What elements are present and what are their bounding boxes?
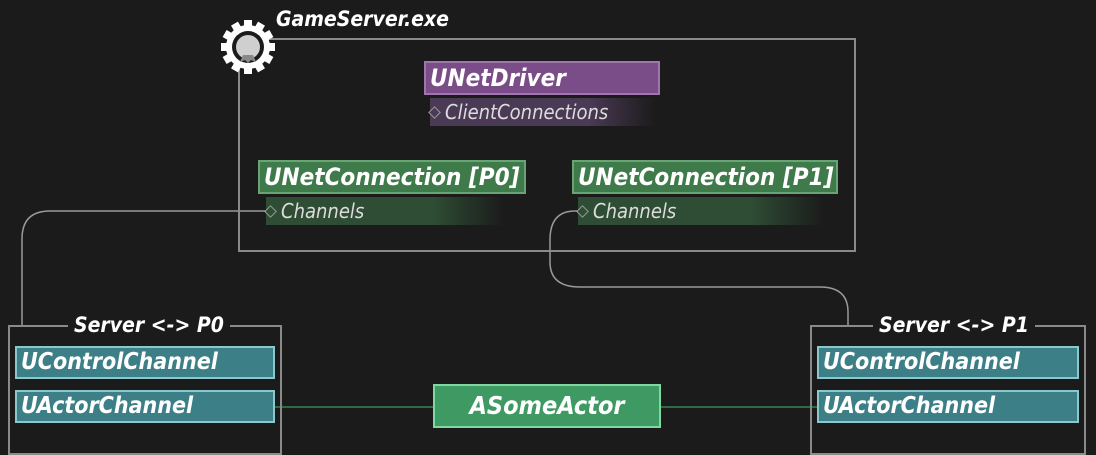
control-channel-p1-label: UControlChannel xyxy=(817,346,1079,379)
channels-property-p0[interactable]: Channels xyxy=(264,197,504,225)
diamond-pin-icon xyxy=(576,204,589,218)
control-channel-p0-label: UControlChannel xyxy=(15,346,275,379)
actor-channel-p1[interactable]: UActorChannel xyxy=(817,390,1079,423)
net-driver-node[interactable]: UNetDriver xyxy=(424,61,660,95)
channels-property-p1[interactable]: Channels xyxy=(576,197,824,225)
channels-label-p1: Channels xyxy=(593,199,677,223)
client-connections-property[interactable]: ClientConnections xyxy=(428,98,656,126)
channel-group-p0-title: Server <-> P0 xyxy=(68,313,230,337)
server-title: GameServer.exe xyxy=(276,7,449,31)
net-driver-title: UNetDriver xyxy=(424,61,660,95)
net-connection-p0-title: UNetConnection [P0] xyxy=(258,160,526,194)
channel-group-p1-title: Server <-> P1 xyxy=(873,313,1035,337)
client-connections-label: ClientConnections xyxy=(445,100,609,124)
some-actor-node[interactable]: ASomeActor xyxy=(433,384,661,428)
diamond-pin-icon xyxy=(428,105,441,119)
actor-channel-p0-label: UActorChannel xyxy=(15,390,275,423)
channels-label-p0: Channels xyxy=(281,199,365,223)
some-actor-label: ASomeActor xyxy=(433,384,661,428)
control-channel-p1[interactable]: UControlChannel xyxy=(817,346,1079,379)
gear-badge-icon xyxy=(221,20,275,74)
net-connection-p1-node[interactable]: UNetConnection [P1] xyxy=(572,160,838,194)
actor-channel-p0[interactable]: UActorChannel xyxy=(15,390,275,423)
diamond-pin-icon xyxy=(264,204,277,218)
server-frame xyxy=(238,38,856,252)
control-channel-p0[interactable]: UControlChannel xyxy=(15,346,275,379)
net-connection-p0-node[interactable]: UNetConnection [P0] xyxy=(258,160,526,194)
net-connection-p1-title: UNetConnection [P1] xyxy=(572,160,838,194)
wire-p0-channels xyxy=(21,210,270,326)
actor-channel-p1-label: UActorChannel xyxy=(817,390,1079,423)
